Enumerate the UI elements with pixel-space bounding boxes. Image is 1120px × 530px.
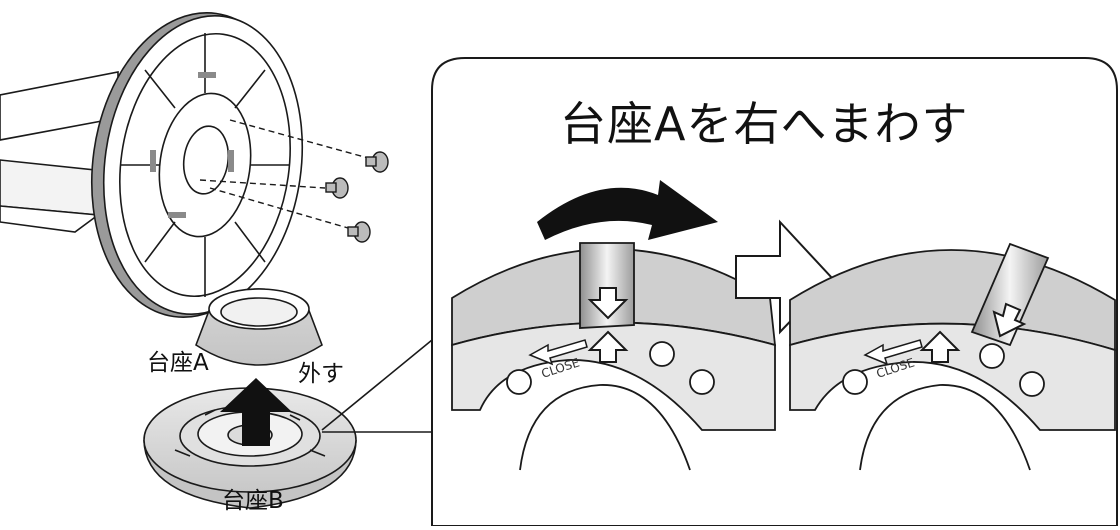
base-b-disc [143, 387, 357, 509]
ring-detail-after [789, 242, 1116, 471]
up-arrow-indicator-before [587, 330, 629, 363]
close-arrow-left [528, 339, 588, 366]
down-arrow-indicator-after [992, 302, 1027, 338]
callout-lines [321, 339, 433, 433]
base-a-label: 台座A [147, 350, 209, 376]
instruction-title: 台座Aを右へまわす [560, 97, 969, 151]
screws [199, 119, 389, 243]
down-arrow-indicator-before [587, 287, 629, 320]
close-arrow-right [863, 339, 923, 366]
base-a-ring [195, 288, 323, 366]
lift-up-arrow [220, 378, 292, 446]
remove-label: 外す [298, 361, 344, 387]
rotate-right-arrow [537, 180, 718, 240]
stand-disc [90, 12, 304, 318]
monitor-body [0, 71, 119, 233]
up-arrow-indicator-after [919, 330, 961, 363]
base-b-label: 台座B [222, 488, 284, 514]
